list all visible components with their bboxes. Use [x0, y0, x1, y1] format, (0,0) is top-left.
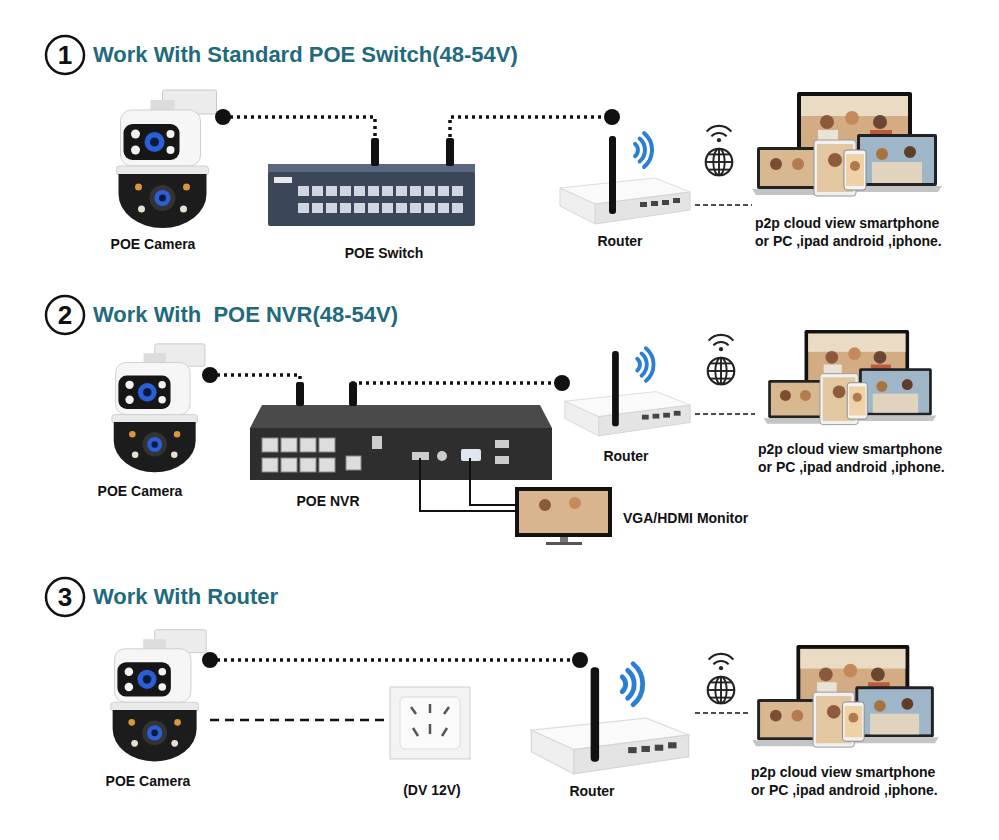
device-node: POE NVR	[250, 405, 552, 480]
device-caption: POE NVR	[296, 492, 359, 510]
device-node: p2p cloud view smartphone or PC ,ipad an…	[748, 645, 945, 755]
device-caption: p2p cloud view smartphone or PC ,ipad an…	[751, 763, 946, 799]
client-devices	[752, 92, 942, 196]
device-node: POE Camera	[108, 88, 223, 233]
cable-end-dot	[554, 375, 570, 391]
device-node: p2p cloud view smartphone or PC ,ipad an…	[755, 330, 945, 432]
device-caption: POE Camera	[106, 772, 191, 790]
cable-connector	[470, 480, 515, 505]
monitor-illustration	[515, 487, 612, 545]
step-circle	[46, 296, 84, 334]
cable-end-dot	[202, 367, 218, 383]
camera-illustration	[117, 90, 217, 228]
device-node: Router	[562, 345, 695, 442]
internet-globe	[706, 126, 733, 175]
step-circle	[46, 578, 84, 616]
step-circles	[46, 36, 84, 616]
cable-connector	[695, 204, 752, 206]
cable-end-dot	[572, 652, 588, 668]
step-number: 1	[47, 37, 83, 73]
device-caption: p2p cloud view smartphone or PC ,ipad an…	[755, 214, 950, 250]
device-node: (DV 12V)	[390, 687, 470, 759]
device-caption: POE Switch	[345, 244, 424, 262]
socket-illustration	[390, 687, 470, 759]
device-caption: Router	[569, 782, 614, 800]
internet-globe	[708, 335, 735, 384]
nvr-illustration	[250, 382, 552, 511]
switch-illustration	[268, 138, 475, 226]
device-caption: VGA/HDMI Monitor	[623, 509, 748, 527]
router-illustration	[565, 348, 690, 436]
cable-connector	[353, 383, 562, 405]
section-heading: Work With Router	[93, 582, 278, 612]
camera-illustration	[112, 344, 205, 472]
device-node: Router	[555, 117, 695, 230]
cable-connector	[210, 719, 390, 722]
step-number: 3	[47, 579, 83, 615]
device-node: POE Switch	[270, 165, 475, 228]
cable-connector	[450, 117, 612, 165]
device-node: POE Camera	[105, 627, 210, 767]
device-node: Router	[525, 660, 695, 778]
client-devices	[752, 645, 939, 747]
cable-connector	[210, 658, 580, 662]
device-node: VGA/HDMI Monitor	[515, 487, 612, 545]
internet-globe	[708, 654, 735, 703]
device-node: p2p cloud view smartphone or PC ,ipad an…	[752, 92, 945, 210]
camera-illustration	[111, 630, 206, 762]
client-devices	[764, 330, 937, 425]
cable-connector	[695, 413, 755, 415]
router-illustration	[531, 664, 688, 774]
device-caption: p2p cloud view smartphone or PC ,ipad an…	[758, 440, 953, 476]
device-caption: POE Camera	[98, 482, 183, 500]
router-illustration	[560, 133, 690, 224]
device-caption: Router	[603, 447, 648, 465]
cable-end-dot	[604, 109, 620, 125]
cable-connector	[223, 117, 375, 165]
device-caption: Router	[597, 232, 642, 250]
section-heading: Work With Standard POE Switch(48-54V)	[93, 40, 518, 70]
cable-end-dot	[202, 652, 218, 668]
device-caption: POE Camera	[111, 235, 196, 253]
step-number: 2	[47, 297, 83, 333]
section-heading: Work With POE NVR(48-54V)	[93, 300, 398, 330]
cable-end-dot	[215, 109, 231, 125]
device-caption: (DV 12V)	[403, 781, 461, 799]
cable-connector	[695, 712, 748, 714]
cable-connector	[210, 375, 300, 405]
device-node: POE Camera	[105, 342, 210, 477]
step-circle	[46, 36, 84, 74]
